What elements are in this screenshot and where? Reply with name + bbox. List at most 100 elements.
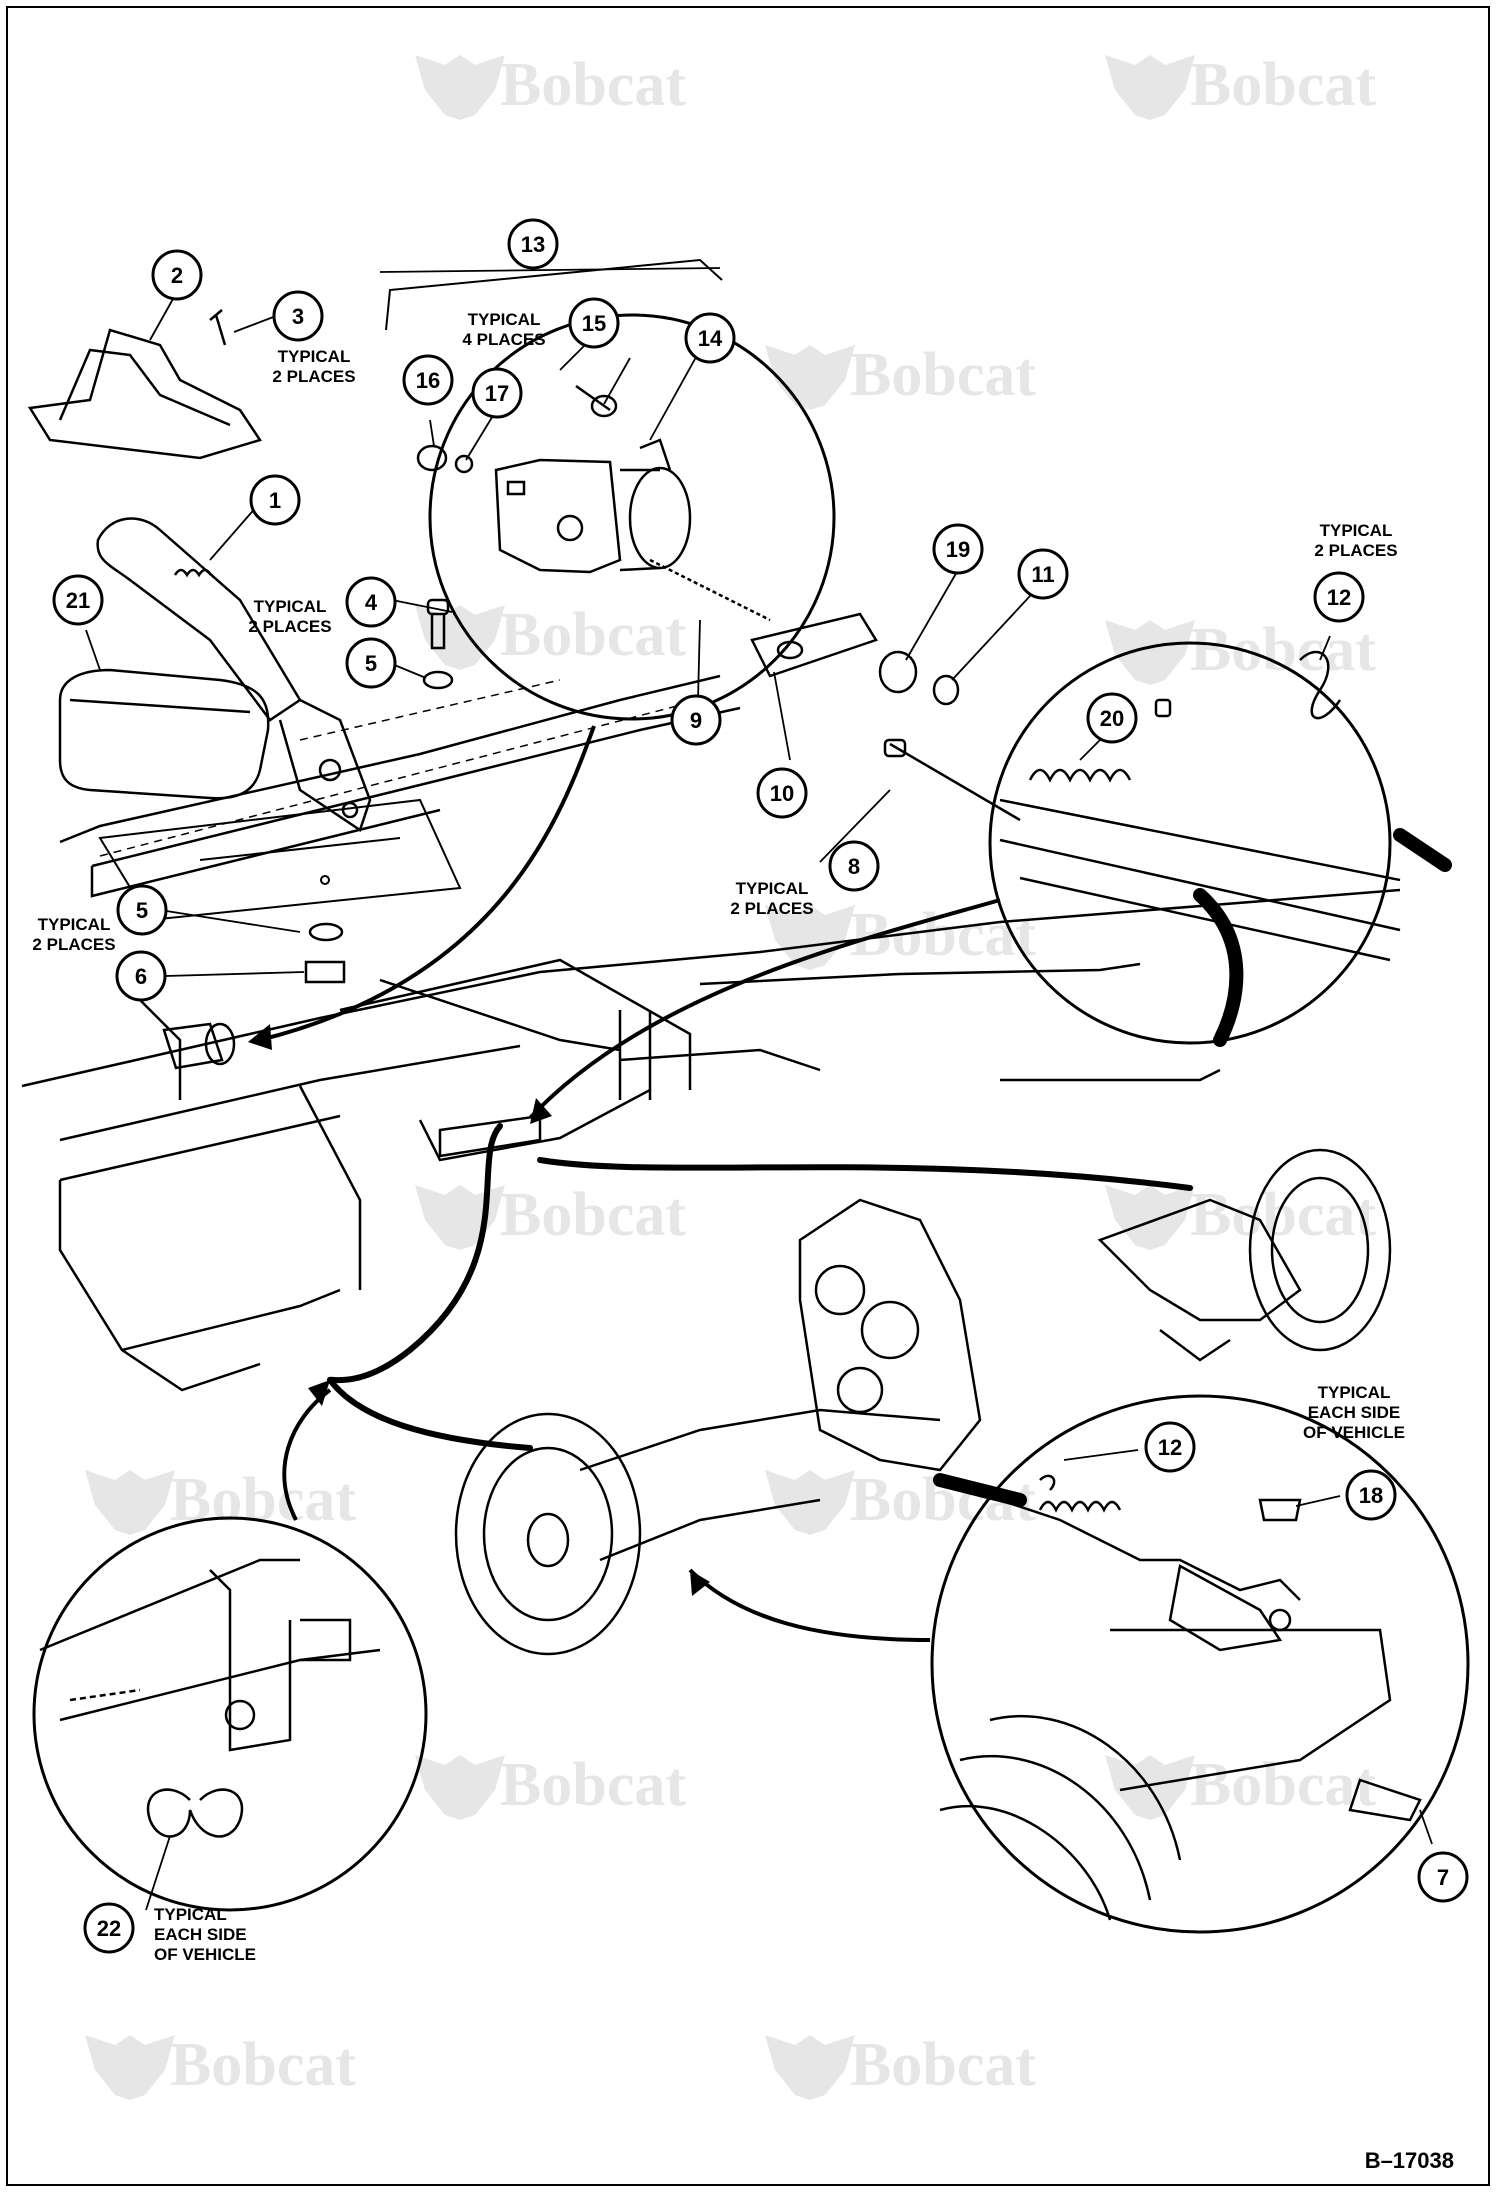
callout-12: 12 [1313,571,1365,623]
watermark-logo [85,2035,175,2100]
callout-number: 4 [365,590,378,615]
note-line: 2 PLACES [272,367,355,386]
watermark-logo [1105,1185,1195,1250]
callout-circle [507,218,559,270]
brake-lever [96,517,372,832]
callout-number: 22 [97,1916,121,1941]
watermark-text: Bobcat [850,341,1036,409]
callout-number: 21 [66,588,90,613]
note-line: EACH SIDE [1308,1403,1401,1422]
callout-3: 3 [272,290,324,342]
note-line: 2 PLACES [248,617,331,636]
callout-12: 12 [1144,1421,1196,1473]
callout-circle [1144,1421,1196,1473]
callout-circle [345,637,397,689]
callout-circle [1017,548,1069,600]
detail-circle-spring [988,641,1392,1045]
callout-16: 16 [402,354,454,406]
callout-circle [116,884,168,936]
watermark-text: Bobcat [1190,616,1376,684]
callout-21: 21 [52,574,104,626]
callout-number: 5 [365,651,377,676]
callout-8: 8 [828,840,880,892]
vehicle-frame [21,674,1401,1392]
watermark-text: Bobcat [1190,1751,1376,1819]
callout-number: 20 [1100,706,1124,731]
frame-hidden-lines [99,679,701,857]
note-line: TYPICAL [1318,1383,1391,1402]
callout-22: 22 [83,1902,135,1954]
watermark-logo [415,55,505,120]
watermark-logo [415,1185,505,1250]
callout-5: 5 [116,884,168,936]
callout-circle [1086,692,1138,744]
callout-circle [471,367,523,419]
callout-circle [932,523,984,575]
callout-number: 18 [1359,1483,1383,1508]
callout-15: 15 [568,297,620,349]
note-line: OF VEHICLE [1303,1423,1405,1442]
callout-circle [756,767,808,819]
callout-number: 1 [269,488,281,513]
note-line: 2 PLACES [730,899,813,918]
watermark-logo [765,905,855,970]
callout-number: 3 [292,304,304,329]
watermark-logo [765,345,855,410]
callout-number: 17 [485,381,509,406]
callout-circle [670,694,722,746]
callout-13: 13 [507,218,559,270]
watermark-text: Bobcat [500,51,686,119]
callout-number: 9 [690,708,702,733]
arrow-heads [248,1024,710,1596]
watermark-text: Bobcat [1190,51,1376,119]
callout-10: 10 [756,767,808,819]
watermark-logo [765,2035,855,2100]
callout-number: 5 [136,898,148,923]
callout-number: 10 [770,781,794,806]
brake-cable-main [327,1123,1193,1451]
callout-1: 1 [249,474,301,526]
brake-cable-detail [1193,828,1452,1047]
note-line: OF VEHICLE [154,1945,256,1964]
callout-circle [402,354,454,406]
note-line: TYPICAL [38,915,111,934]
spring-parts [999,650,1401,962]
callout-number: 15 [582,311,606,336]
watermark-text: Bobcat [500,1181,686,1249]
watermark-text: Bobcat [500,1751,686,1819]
callout-number: 12 [1158,1435,1182,1460]
callout-9: 9 [670,694,722,746]
callout-number: 8 [848,854,860,879]
detail-circle-cable-clip [32,1516,428,1912]
callout-18: 18 [1345,1469,1397,1521]
callout-circle [828,840,880,892]
callout-circle [345,576,397,628]
callout-number: 11 [1031,562,1054,587]
callout-7: 7 [1417,1851,1469,1903]
callout-2: 2 [151,249,203,301]
callout-circle [52,574,104,626]
note-line: 4 PLACES [462,330,545,349]
lever-boot [58,668,270,800]
note-line: TYPICAL [254,597,327,616]
callout-17: 17 [471,367,523,419]
cable-clip-parts [39,1558,381,1838]
note-line: TYPICAL [1320,521,1393,540]
callout-circle [83,1902,135,1954]
callout-number: 16 [416,368,440,393]
watermark-text: Bobcat [500,601,686,669]
callout-11: 11 [1017,548,1069,600]
watermark-logo [415,1755,505,1820]
watermark-logo [1105,55,1195,120]
bracket-13 [385,258,723,331]
callout-circle [684,312,736,364]
drawing-frame [6,6,1490,2186]
callout-number: 14 [698,326,723,351]
callout-leaders [85,267,1433,1911]
callout-circle [568,297,620,349]
callout-number: 12 [1327,585,1351,610]
